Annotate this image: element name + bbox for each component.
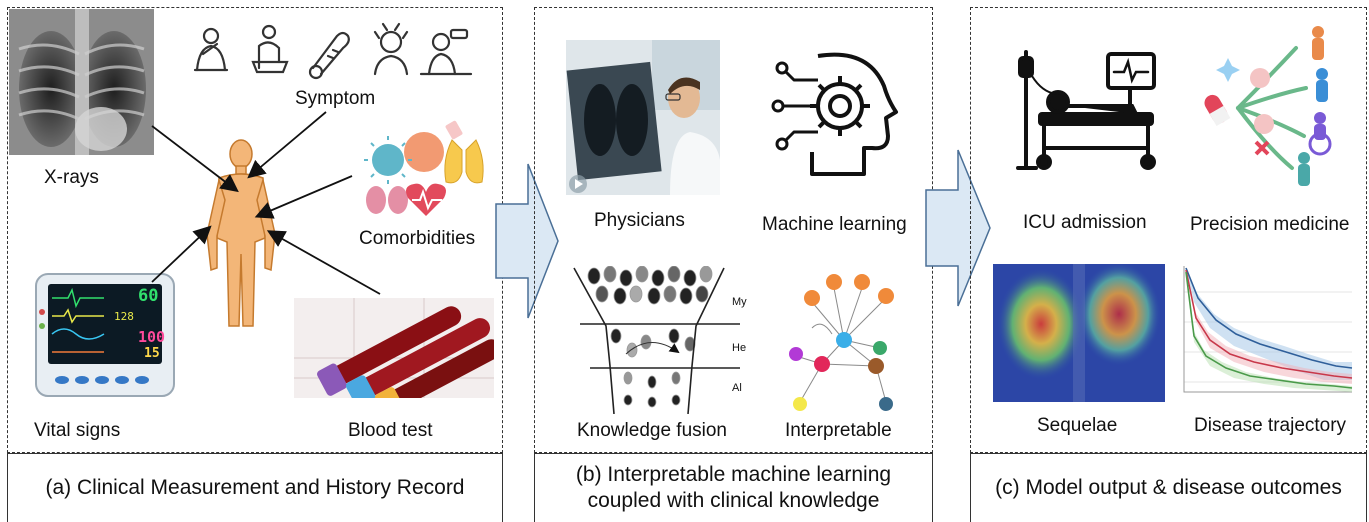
label-disease-trajectory: Disease trajectory bbox=[1194, 415, 1347, 436]
label-comorbidities: Comorbidities bbox=[359, 228, 476, 249]
pill-icon bbox=[1204, 94, 1231, 126]
tired-person-icon bbox=[419, 28, 473, 76]
arrow-comorb-to-body bbox=[254, 175, 353, 219]
fusion-side-text-3: Al bbox=[732, 382, 742, 394]
headache-person-icon bbox=[373, 22, 409, 76]
arrow-symptom-to-body bbox=[247, 111, 327, 179]
thermometer-icon bbox=[308, 31, 350, 80]
comorbidities-image bbox=[352, 120, 492, 220]
knowledge-fusion-funnel: My He Al bbox=[566, 266, 750, 414]
label-vital-signs: Vital signs bbox=[34, 420, 121, 441]
panel-c-caption: (c) Model output & disease outcomes bbox=[970, 453, 1367, 522]
symptom-icons bbox=[183, 18, 473, 94]
panel-b-caption: (b) Interpretable machine learning coupl… bbox=[534, 453, 933, 522]
xray-image bbox=[9, 9, 154, 155]
label-symptom: Symptom bbox=[295, 88, 376, 109]
label-machine-learning: Machine learning bbox=[762, 214, 907, 235]
label-interpretable: Interpretable bbox=[785, 420, 892, 441]
monitor-value-sys: 128 bbox=[114, 310, 134, 323]
panel-model-output bbox=[970, 7, 1367, 453]
lungs-icon bbox=[444, 139, 484, 184]
flow-arrow-b-to-c bbox=[925, 149, 991, 307]
monitor-value-resp: 15 bbox=[144, 346, 160, 361]
coughing-person-icon bbox=[193, 27, 229, 72]
label-xrays: X-rays bbox=[44, 167, 99, 188]
virus-icon bbox=[364, 136, 412, 184]
arrow-blood-to-body bbox=[266, 230, 381, 295]
panel-a-connectors bbox=[151, 111, 381, 295]
label-sequelae: Sequelae bbox=[1037, 415, 1118, 436]
label-physicians: Physicians bbox=[594, 210, 685, 231]
toilet-person-icon bbox=[251, 24, 289, 74]
interpretable-graph bbox=[782, 268, 912, 416]
fusion-side-text-2: He bbox=[732, 342, 747, 354]
panel-b-caption-line1: (b) Interpretable machine learning bbox=[575, 463, 892, 486]
precision-medicine-image bbox=[1198, 18, 1350, 190]
monitor-value-hr: 60 bbox=[138, 286, 159, 306]
physician-image bbox=[566, 40, 720, 195]
fusion-side-text-1: My bbox=[732, 296, 747, 308]
panel-a-caption: (a) Clinical Measurement and History Rec… bbox=[7, 453, 503, 522]
panel-c-caption-text: (c) Model output & disease outcomes bbox=[995, 476, 1342, 499]
sequelae-heatmap bbox=[993, 264, 1165, 402]
arrow-vitals-to-body bbox=[151, 225, 212, 283]
human-body-figure bbox=[193, 138, 289, 332]
blood-test-tubes bbox=[294, 298, 494, 398]
disease-trajectory-curves bbox=[1174, 262, 1356, 402]
panel-a-caption-text: (a) Clinical Measurement and History Rec… bbox=[45, 476, 465, 499]
monitor-value-spo2: 100 bbox=[138, 328, 166, 346]
vital-signs-monitor: 60 128 100 15 bbox=[34, 272, 176, 398]
icu-bed-icon bbox=[1012, 48, 1162, 172]
machine-learning-head-icon bbox=[764, 40, 914, 192]
panel-b-caption-line2: coupled with clinical knowledge bbox=[587, 489, 880, 512]
label-precision-medicine: Precision medicine bbox=[1190, 214, 1350, 235]
arrow-xray-to-body bbox=[151, 125, 239, 193]
label-knowledge-fusion: Knowledge fusion bbox=[577, 420, 727, 441]
kidney-icon bbox=[366, 186, 408, 214]
flow-arrow-a-to-b bbox=[495, 163, 559, 319]
cross-icon bbox=[1254, 140, 1270, 156]
label-blood-test: Blood test bbox=[348, 420, 433, 441]
label-icu-admission: ICU admission bbox=[1023, 212, 1147, 233]
gear-icon bbox=[810, 76, 870, 136]
